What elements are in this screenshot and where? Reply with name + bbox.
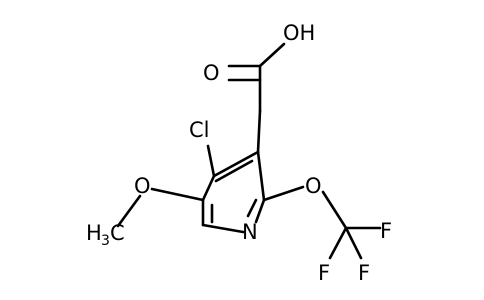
- atom-labels: OH O Cl O H 3 C N O F F F: [86, 21, 392, 285]
- atom-o-methoxy-label: O: [134, 174, 151, 198]
- bond-c-f-lower-right: [344, 226, 363, 260]
- atom-methyl-c-label: C: [110, 221, 125, 245]
- atom-methyl-h-label: H: [86, 221, 102, 245]
- bond-c-oh: [258, 42, 286, 68]
- bond-ring-c4-c5: [201, 174, 216, 202]
- bond-ring-n-c2: [254, 198, 266, 224]
- atom-cl-label: Cl: [189, 118, 210, 142]
- bond-c4-cl: [206, 144, 216, 178]
- bond-o-ch3: [116, 194, 142, 228]
- atom-o-ether-label: O: [305, 174, 322, 198]
- bond-ring-c6-n: [201, 223, 245, 234]
- atom-f1-label: F: [380, 219, 392, 243]
- bond-ring-c3-c2: [256, 150, 266, 202]
- bond-o-cf3: [321, 190, 348, 230]
- atom-n-label: N: [242, 220, 258, 244]
- atom-methyl-subscript: 3: [101, 233, 110, 249]
- bond-ring-c3-c4: [212, 150, 260, 178]
- bond-ch2-ring: [256, 109, 262, 154]
- bond-c2-o: [262, 185, 305, 202]
- atom-f2-label: F: [318, 261, 330, 285]
- atom-o-carbonyl-label: O: [203, 61, 220, 85]
- bond-ring-c3-c4-inner: [214, 159, 254, 183]
- bond-ring-n-c2-inner: [246, 198, 258, 218]
- atom-f3-label: F: [358, 261, 370, 285]
- atom-oh-label: OH: [283, 21, 315, 45]
- bond-c-f-lower-left: [328, 226, 348, 260]
- bond-group: [116, 42, 382, 260]
- bond-c5-o: [150, 187, 205, 202]
